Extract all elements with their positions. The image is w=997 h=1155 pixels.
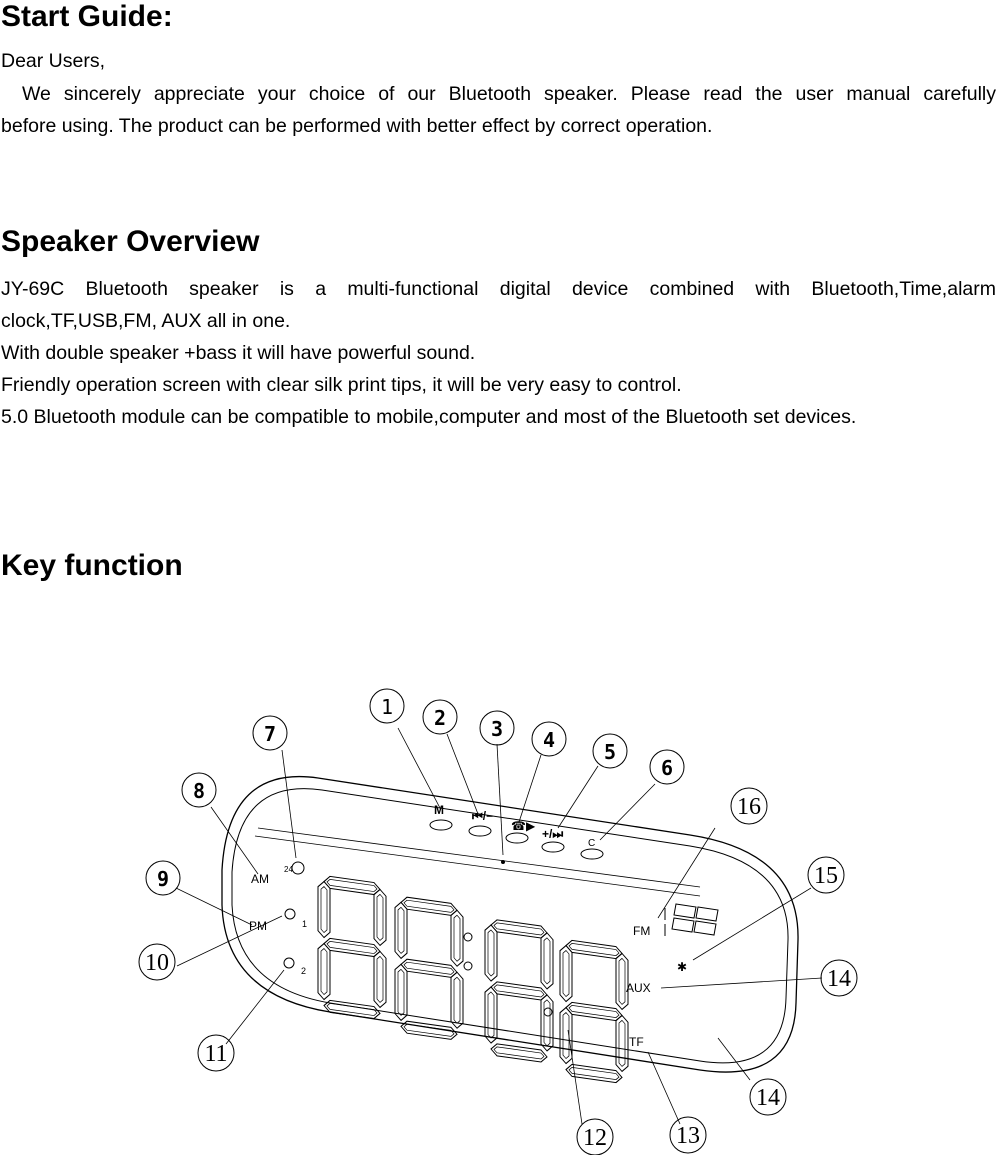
- callout-8: 8: [181, 772, 217, 808]
- speaker-diagram: M ⏮/− ☎▶ +/⏭ C AM PM 24 1 2 FM ✱: [0, 600, 997, 1155]
- microphone-icon: [501, 860, 505, 864]
- colon-dot-top: [463, 932, 473, 942]
- m-key-label: M: [434, 803, 444, 817]
- svg-text:10: 10: [145, 950, 169, 976]
- key-function-heading: Key function: [1, 549, 183, 582]
- intro-line-2: before using. The product can be perform…: [1, 115, 713, 137]
- callout-1: 1: [369, 688, 405, 724]
- callout-12: 12: [576, 1118, 614, 1155]
- svg-text:14: 14: [827, 966, 851, 992]
- top-buttons: M ⏮/− ☎▶ +/⏭ C: [429, 803, 604, 864]
- callout-2: 2: [422, 699, 458, 735]
- callout-13: 13: [669, 1116, 707, 1154]
- plus-next-icon: +/⏭: [542, 827, 563, 841]
- right-indicators: FM ✱ AUX TF: [626, 924, 687, 1049]
- overview-line-2: clock,TF,USB,FM, AUX all in one.: [1, 310, 291, 332]
- speaker-body: [221, 776, 799, 1073]
- svg-text:13: 13: [676, 1123, 700, 1149]
- h24-label: 24: [284, 865, 293, 874]
- clock-icon: [291, 861, 305, 875]
- speaker-diagram-svg: M ⏮/− ☎▶ +/⏭ C AM PM 24 1 2 FM ✱: [138, 688, 858, 1155]
- tf-label: TF: [629, 1035, 644, 1049]
- decimal-dot: [543, 1007, 553, 1017]
- prev-minus-button[interactable]: [468, 825, 492, 837]
- callout-10: 10: [138, 943, 176, 981]
- svg-text:4: 4: [543, 728, 555, 752]
- callout-16: 16: [730, 787, 768, 825]
- callout-9: 9: [145, 860, 181, 896]
- c-button[interactable]: [580, 848, 604, 860]
- callout-11: 11: [197, 1034, 235, 1072]
- svg-text:9: 9: [157, 867, 169, 891]
- next-plus-button[interactable]: [541, 841, 565, 853]
- speaker-overview-heading: Speaker Overview: [1, 225, 260, 258]
- svg-text:11: 11: [204, 1041, 227, 1067]
- aux-label: AUX: [626, 981, 651, 995]
- overview-line-4: Friendly operation screen with clear sil…: [1, 374, 682, 396]
- alarm1-icon: [284, 908, 296, 920]
- left-indicators: AM PM 24 1 2: [249, 861, 307, 976]
- small-display: [664, 903, 719, 936]
- display-panel: [318, 875, 628, 1085]
- colon-dot-bottom: [463, 961, 473, 971]
- phone-play-icon: ☎▶: [511, 819, 536, 833]
- callout-4: 4: [531, 721, 567, 757]
- callout-5: 5: [592, 733, 628, 769]
- am-label: AM: [251, 872, 269, 886]
- svg-text:15: 15: [814, 863, 838, 889]
- prev-minus-icon: ⏮/−: [472, 809, 493, 823]
- svg-text:16: 16: [737, 794, 761, 820]
- intro-line-1: We sincerely appreciate your choice of o…: [22, 83, 996, 105]
- overview-line-1: JY-69C Bluetooth speaker is a multi-func…: [1, 278, 996, 300]
- svg-text:7: 7: [264, 722, 276, 746]
- svg-text:3: 3: [491, 717, 503, 741]
- callout-6: 6: [649, 749, 685, 785]
- overview-line-3: With double speaker +bass it will have p…: [1, 342, 476, 364]
- bluetooth-icon: ✱: [677, 960, 687, 974]
- start-guide-heading: Start Guide:: [1, 0, 173, 33]
- callout-14-lower: 14: [749, 1078, 787, 1116]
- callout-15: 15: [807, 856, 845, 894]
- svg-text:6: 6: [661, 756, 673, 780]
- callout-3: 3: [479, 710, 515, 746]
- mode-button[interactable]: [429, 819, 453, 831]
- alarm1-label: 1: [302, 919, 307, 929]
- svg-text:12: 12: [583, 1125, 607, 1151]
- fm-label: FM: [633, 924, 650, 938]
- alarm2-icon: [283, 957, 295, 969]
- callouts: 1 2 3 4 5: [138, 688, 858, 1155]
- overview-line-5: 5.0 Bluetooth module can be compatible t…: [1, 406, 857, 428]
- play-pause-button[interactable]: [505, 832, 529, 844]
- pm-label: PM: [249, 919, 267, 933]
- c-key-label: C: [588, 838, 595, 849]
- svg-text:1: 1: [381, 695, 393, 719]
- greeting: Dear Users,: [1, 50, 106, 72]
- svg-text:2: 2: [434, 706, 446, 730]
- svg-text:5: 5: [604, 740, 616, 764]
- leader-lines: [175, 727, 823, 1125]
- svg-text:14: 14: [756, 1085, 780, 1111]
- callout-7: 7: [252, 715, 288, 751]
- svg-text:8: 8: [193, 779, 205, 803]
- alarm2-label: 2: [301, 966, 306, 976]
- callout-14-upper: 14: [820, 959, 858, 997]
